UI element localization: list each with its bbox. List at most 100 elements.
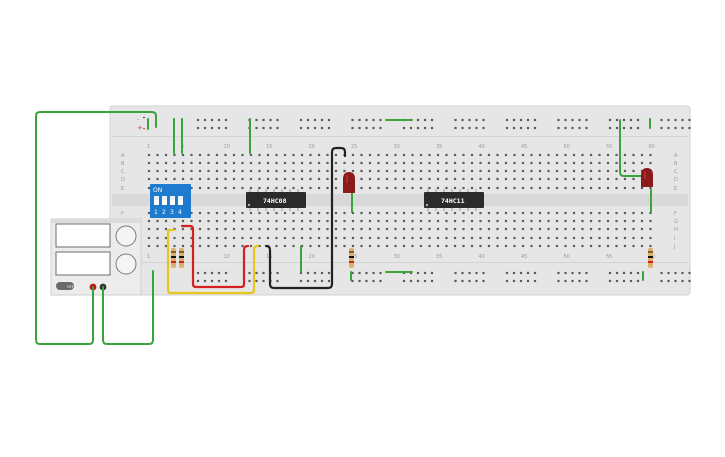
breadboard-hole[interactable] xyxy=(622,271,626,275)
breadboard-hole[interactable] xyxy=(436,236,440,240)
green-wire-9[interactable] xyxy=(619,119,645,177)
breadboard-hole[interactable] xyxy=(365,126,368,130)
breadboard-hole[interactable] xyxy=(377,177,380,181)
breadboard-hole[interactable] xyxy=(372,118,375,122)
breadboard-hole[interactable] xyxy=(555,236,559,240)
breadboard-hole[interactable] xyxy=(533,271,537,275)
breadboard-hole[interactable] xyxy=(164,219,168,223)
breadboard-hole[interactable] xyxy=(615,126,619,130)
breadboard-hole[interactable] xyxy=(416,126,420,130)
breadboard-hole[interactable] xyxy=(505,118,509,122)
breadboard-hole[interactable] xyxy=(578,271,581,275)
breadboard-hole[interactable] xyxy=(292,161,295,165)
breadboard-hole[interactable] xyxy=(365,271,368,275)
breadboard-hole[interactable] xyxy=(147,219,151,223)
green-wire-supply-neg[interactable] xyxy=(102,270,154,345)
breadboard-hole[interactable] xyxy=(317,169,321,173)
breadboard-hole[interactable] xyxy=(629,271,633,275)
breadboard-hole[interactable] xyxy=(572,169,576,173)
breadboard-hole[interactable] xyxy=(147,227,151,231)
breadboard-hole[interactable] xyxy=(547,169,550,173)
breadboard-hole[interactable] xyxy=(181,244,185,248)
breadboard-hole[interactable] xyxy=(589,211,593,215)
breadboard-hole[interactable] xyxy=(198,161,202,165)
breadboard-hole[interactable] xyxy=(564,271,567,275)
breadboard-hole[interactable] xyxy=(334,153,338,157)
breadboard-hole[interactable] xyxy=(326,236,329,240)
breadboard-hole[interactable] xyxy=(385,169,389,173)
breadboard-hole[interactable] xyxy=(606,177,610,181)
breadboard-hole[interactable] xyxy=(207,236,210,240)
breadboard-hole[interactable] xyxy=(368,153,372,157)
breadboard-hole[interactable] xyxy=(475,271,478,275)
breadboard-hole[interactable] xyxy=(461,271,464,275)
breadboard-hole[interactable] xyxy=(572,153,576,157)
breadboard-hole[interactable] xyxy=(623,169,627,173)
breadboard-hole[interactable] xyxy=(416,118,420,122)
breadboard-hole[interactable] xyxy=(343,244,346,248)
breadboard-hole[interactable] xyxy=(496,169,499,173)
breadboard-hole[interactable] xyxy=(470,211,474,215)
breadboard-hole[interactable] xyxy=(292,169,295,173)
breadboard-hole[interactable] xyxy=(313,279,317,283)
breadboard-hole[interactable] xyxy=(419,227,423,231)
breadboard-hole[interactable] xyxy=(320,271,324,275)
breadboard-hole[interactable] xyxy=(190,153,193,157)
breadboard-hole[interactable] xyxy=(589,161,593,165)
breadboard-hole[interactable] xyxy=(608,126,612,130)
breadboard-hole[interactable] xyxy=(589,236,593,240)
breadboard-hole[interactable] xyxy=(521,211,525,215)
breadboard-hole[interactable] xyxy=(173,244,176,248)
breadboard-hole[interactable] xyxy=(564,186,567,190)
breadboard-hole[interactable] xyxy=(512,118,516,122)
breadboard-hole[interactable] xyxy=(636,118,640,122)
breadboard-hole[interactable] xyxy=(423,126,427,130)
breadboard-hole[interactable] xyxy=(190,169,193,173)
breadboard-hole[interactable] xyxy=(640,244,644,248)
led-2[interactable] xyxy=(641,168,653,187)
resistor-3[interactable] xyxy=(349,248,354,268)
breadboard-hole[interactable] xyxy=(538,153,542,157)
breadboard-hole[interactable] xyxy=(640,186,644,190)
breadboard-hole[interactable] xyxy=(385,211,389,215)
breadboard-hole[interactable] xyxy=(224,153,227,157)
breadboard-hole[interactable] xyxy=(402,169,406,173)
breadboard-hole[interactable] xyxy=(487,186,491,190)
breadboard-hole[interactable] xyxy=(564,118,567,122)
breadboard-hole[interactable] xyxy=(419,153,423,157)
breadboard-hole[interactable] xyxy=(300,161,304,165)
breadboard-hole[interactable] xyxy=(224,236,227,240)
breadboard-hole[interactable] xyxy=(377,186,380,190)
breadboard-hole[interactable] xyxy=(674,126,677,130)
breadboard-hole[interactable] xyxy=(232,186,236,190)
breadboard-hole[interactable] xyxy=(555,227,559,231)
breadboard-hole[interactable] xyxy=(207,153,210,157)
breadboard-hole[interactable] xyxy=(300,177,304,181)
breadboard-hole[interactable] xyxy=(479,244,482,248)
breadboard-hole[interactable] xyxy=(572,227,576,231)
breadboard-hole[interactable] xyxy=(368,227,372,231)
breadboard-hole[interactable] xyxy=(615,279,619,283)
breadboard-hole[interactable] xyxy=(555,177,559,181)
breadboard-hole[interactable] xyxy=(674,118,677,122)
breadboard-hole[interactable] xyxy=(379,118,382,122)
breadboard-hole[interactable] xyxy=(598,211,601,215)
breadboard-hole[interactable] xyxy=(306,279,310,283)
breadboard-hole[interactable] xyxy=(475,279,478,283)
breadboard-hole[interactable] xyxy=(629,279,633,283)
breadboard-hole[interactable] xyxy=(623,211,627,215)
breadboard-hole[interactable] xyxy=(623,236,627,240)
breadboard-hole[interactable] xyxy=(394,153,397,157)
breadboard-hole[interactable] xyxy=(147,186,151,190)
breadboard-hole[interactable] xyxy=(258,177,261,181)
breadboard-hole[interactable] xyxy=(402,211,406,215)
breadboard-hole[interactable] xyxy=(585,118,588,122)
breadboard-hole[interactable] xyxy=(454,279,457,283)
breadboard-hole[interactable] xyxy=(241,177,244,181)
breadboard-hole[interactable] xyxy=(453,236,457,240)
breadboard-hole[interactable] xyxy=(258,219,261,223)
breadboard-hole[interactable] xyxy=(622,279,626,283)
breadboard-hole[interactable] xyxy=(196,271,200,275)
breadboard-hole[interactable] xyxy=(530,177,533,181)
breadboard-hole[interactable] xyxy=(379,271,382,275)
